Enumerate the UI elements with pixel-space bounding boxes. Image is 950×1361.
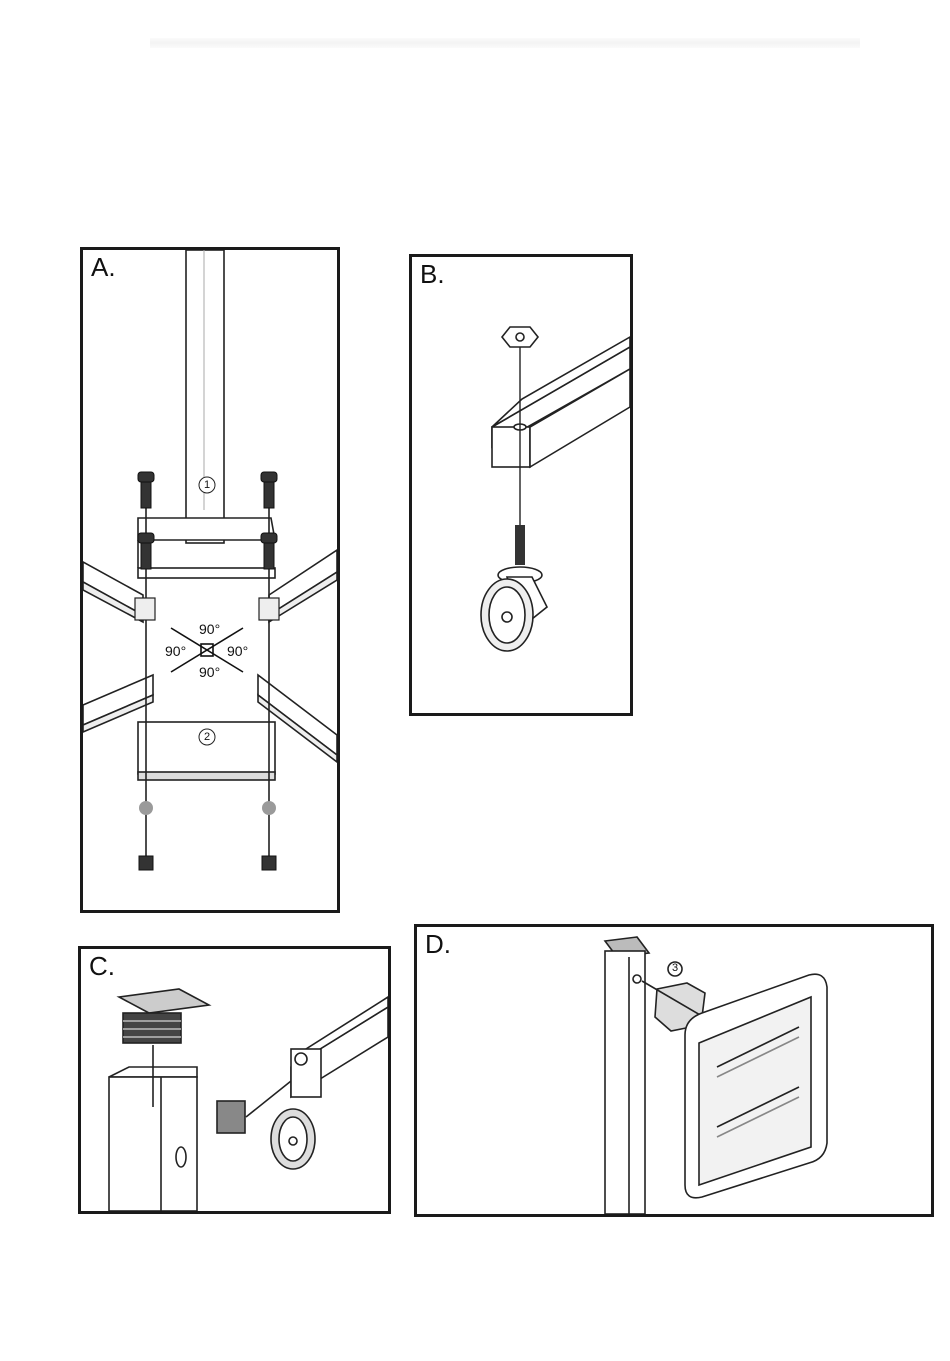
angle-label-bottom: 90° [199, 664, 220, 680]
callout-1: 1 [204, 479, 210, 491]
panel-a-label: A. [91, 252, 116, 283]
angle-label-right: 90° [227, 643, 248, 659]
panel-b-illustration [412, 257, 630, 713]
angle-label-left: 90° [165, 643, 186, 659]
panel-d: D. 3 [414, 924, 934, 1217]
callout-3: 3 [672, 962, 678, 974]
callout-2: 2 [204, 731, 210, 743]
panel-a: A. [80, 247, 340, 913]
panel-b: B. [409, 254, 633, 716]
panel-c-illustration [81, 949, 388, 1211]
panel-c-label: C. [89, 951, 115, 982]
panel-b-label: B. [420, 259, 445, 290]
panel-c: C. [78, 946, 391, 1214]
panel-a-illustration [83, 250, 337, 910]
faint-scan-band [150, 38, 860, 48]
angle-label-top: 90° [199, 621, 220, 637]
panel-d-label: D. [425, 929, 451, 960]
